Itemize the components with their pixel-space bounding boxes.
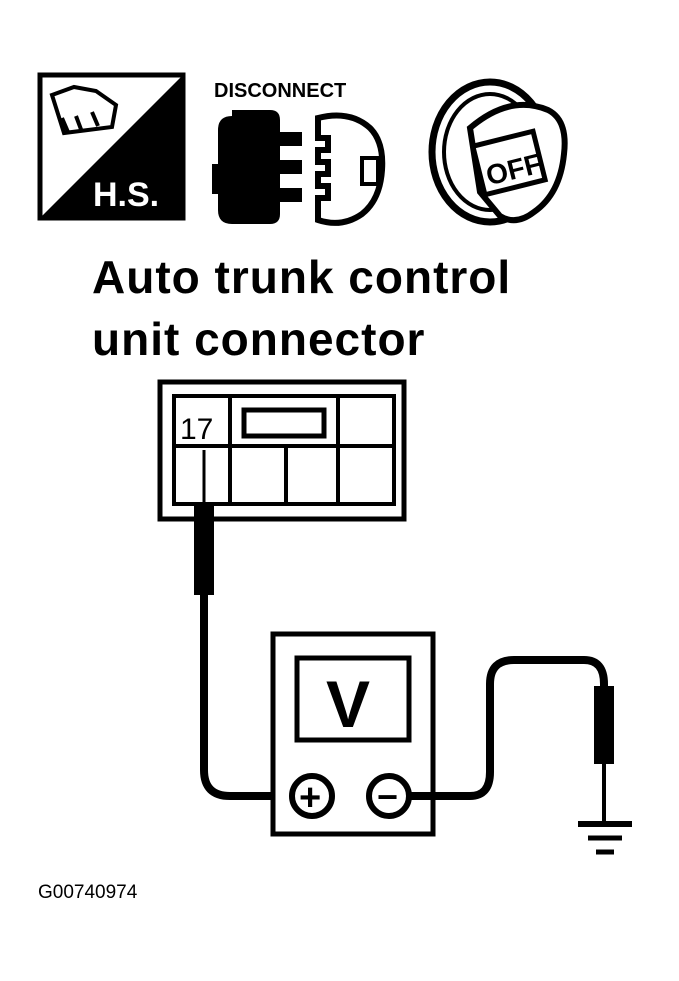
- figure-code: G00740974: [38, 882, 138, 903]
- title-line-2: unit connector: [92, 313, 426, 365]
- ground-symbol-icon: [578, 821, 632, 855]
- disconnect-label: DISCONNECT: [214, 80, 346, 102]
- positive-test-lead: [194, 450, 292, 800]
- negative-symbol: −: [377, 776, 398, 817]
- title-line-1: Auto trunk control: [92, 251, 512, 303]
- voltmeter: V + −: [270, 631, 436, 837]
- terminal-number: 17: [180, 413, 213, 446]
- disconnect-icon: DISCONNECT: [212, 80, 386, 226]
- hot-soak-icon: H.S.: [37, 72, 186, 221]
- meter-unit-label: V: [326, 667, 370, 741]
- positive-symbol: +: [299, 777, 321, 819]
- control-unit-connector: 17: [157, 379, 407, 522]
- hot-soak-label: H.S.: [93, 176, 159, 214]
- negative-test-lead: [409, 656, 614, 822]
- positive-terminal: +: [289, 773, 335, 819]
- negative-terminal: −: [366, 773, 412, 819]
- ignition-off-icon: OFF: [428, 78, 568, 226]
